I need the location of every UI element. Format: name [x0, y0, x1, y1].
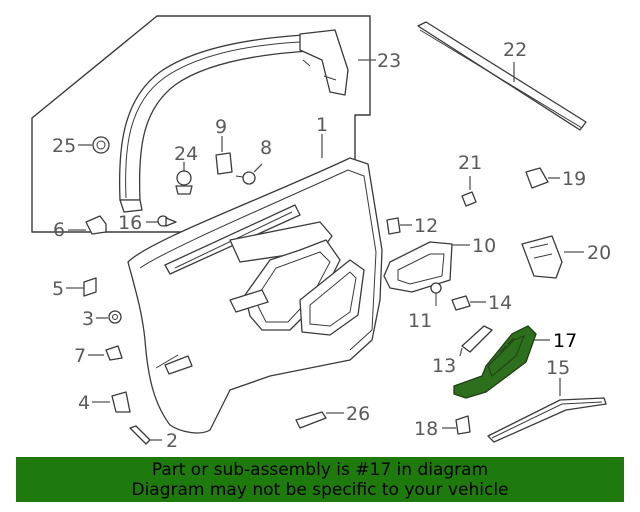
callout-22: 22 — [503, 39, 527, 61]
part-1-door-trim-panel — [127, 157, 383, 434]
callout-26: 26 — [346, 403, 370, 425]
callout-3: 3 — [82, 308, 94, 330]
part-22-weatherstrip — [417, 21, 587, 131]
callout-1: 1 — [316, 114, 328, 136]
callout-7: 7 — [74, 345, 86, 367]
part-25-grommet — [92, 136, 110, 154]
callout-19: 19 — [562, 168, 586, 190]
part-13-cover — [461, 325, 493, 353]
callout-10: 10 — [472, 235, 496, 257]
callout-23: 23 — [377, 50, 401, 72]
callout-13: 13 — [432, 355, 456, 377]
part-3-screw — [108, 310, 122, 324]
part-5-clip — [83, 277, 97, 297]
callout-12: 12 — [414, 215, 438, 237]
info-banner: Part or sub-assembly is #17 in diagram D… — [16, 457, 624, 502]
part-11-screw — [430, 282, 442, 306]
part-19-switch — [525, 167, 549, 189]
callout-5: 5 — [52, 278, 64, 300]
callout-24: 24 — [174, 143, 198, 165]
callout-21: 21 — [458, 152, 482, 174]
part-17-highlighted-switch-bezel — [453, 325, 537, 399]
part-20-switch — [521, 235, 563, 279]
part-23-frame-molding — [118, 29, 349, 213]
part-9-clip — [215, 152, 233, 175]
part-24-clip — [175, 170, 193, 195]
part-18-clip — [455, 415, 471, 435]
part-26-clip — [295, 411, 327, 429]
callout-16: 16 — [118, 212, 142, 234]
callout-8: 8 — [260, 137, 272, 159]
banner-line-disclaimer: Diagram may not be specific to your vehi… — [131, 480, 509, 500]
inset-box — [31, 15, 371, 233]
part-2-screw — [129, 425, 151, 445]
leader-lines — [66, 59, 584, 441]
callout-25: 25 — [52, 135, 76, 157]
callout-17-highlighted: 17 — [553, 330, 577, 352]
callout-9: 9 — [215, 116, 227, 138]
callout-2: 2 — [166, 430, 178, 452]
part-21-cap — [461, 191, 477, 207]
callout-11: 11 — [408, 310, 432, 332]
callout-14: 14 — [488, 292, 512, 314]
part-7-clip — [105, 345, 123, 361]
part-10-handle — [383, 241, 453, 293]
callout-20: 20 — [587, 242, 611, 264]
part-6-clip — [85, 215, 107, 235]
part-8-screw — [235, 171, 256, 185]
callout-6: 6 — [53, 219, 65, 241]
callout-18: 18 — [414, 418, 438, 440]
callout-4: 4 — [78, 392, 90, 414]
part-16-push-pin — [157, 215, 177, 227]
callout-15: 15 — [546, 357, 570, 379]
part-14-clip — [451, 295, 471, 311]
part-15-sill-trim — [487, 397, 607, 443]
banner-line-part: Part or sub-assembly is #17 in diagram — [151, 460, 489, 480]
part-4-bracket — [111, 391, 131, 413]
part-12-bezel — [386, 217, 401, 235]
